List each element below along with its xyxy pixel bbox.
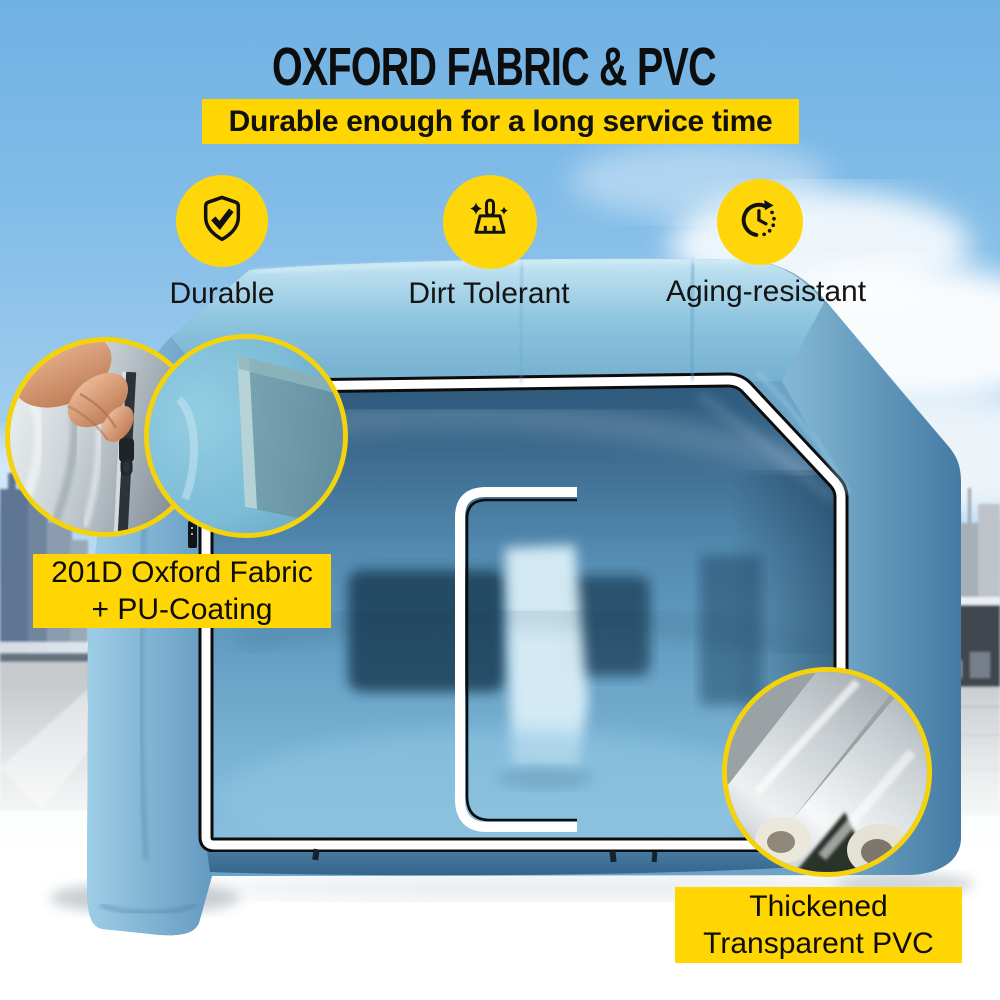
zipper-pull xyxy=(120,458,133,476)
shield-check-icon xyxy=(194,191,250,252)
zipper-slider xyxy=(119,438,134,462)
vent-panel xyxy=(237,355,343,527)
callout-pvc-line2: Transparent PVC xyxy=(703,927,934,960)
fabric-wrinkle xyxy=(175,396,199,501)
feature-label-aging-resistant: Aging-resistant xyxy=(665,275,867,308)
roof-crease xyxy=(518,261,525,384)
feature-label-durable: Durable xyxy=(169,277,275,310)
roll-highlight xyxy=(818,748,916,861)
inset-vent-panel-photo xyxy=(144,334,348,538)
callout-pvc-label: Thickened Transparent PVC xyxy=(675,887,962,963)
door-outline-white xyxy=(455,487,577,832)
feature-label-dirt-tolerant: Dirt Tolerant xyxy=(408,277,570,310)
vent-panel-top xyxy=(237,355,343,395)
callout-fabric-label: 201D Oxford Fabric + PU-Coating xyxy=(33,554,331,628)
roll-highlight xyxy=(754,679,860,795)
feature-circle-durable xyxy=(176,175,268,267)
callout-fabric-line1: 201D Oxford Fabric xyxy=(51,556,313,589)
tag-dot xyxy=(191,527,193,529)
inset-pvc-rolls-photo xyxy=(722,667,932,877)
bottom-skirt xyxy=(207,852,841,876)
product-title: OXFORD FABRIC & PVC xyxy=(271,37,717,97)
roof-crease xyxy=(688,259,696,381)
broom-icon xyxy=(462,192,518,253)
shoulder-ridge xyxy=(755,370,851,495)
feature-circle-aging-resistant xyxy=(717,179,803,265)
roof-beam xyxy=(171,258,828,387)
clock-arrow-icon xyxy=(734,194,786,251)
roll-core-hole xyxy=(767,831,795,853)
vent-panel-edge xyxy=(237,355,257,509)
callout-fabric-line2: + PU-Coating xyxy=(91,593,273,626)
callout-pvc-line1: Thickened xyxy=(749,890,888,923)
tie-tab xyxy=(651,851,658,863)
tie-tab xyxy=(312,848,320,861)
leg-wrinkle xyxy=(99,903,197,914)
feature-circle-dirt-tolerant xyxy=(443,175,537,269)
tie-tab xyxy=(609,850,617,863)
subtitle-banner: Durable enough for a long service time xyxy=(202,99,799,144)
door-outline-black xyxy=(465,498,577,822)
tag-dot xyxy=(191,533,193,535)
subtitle-banner-text: Durable enough for a long service time xyxy=(228,104,773,138)
